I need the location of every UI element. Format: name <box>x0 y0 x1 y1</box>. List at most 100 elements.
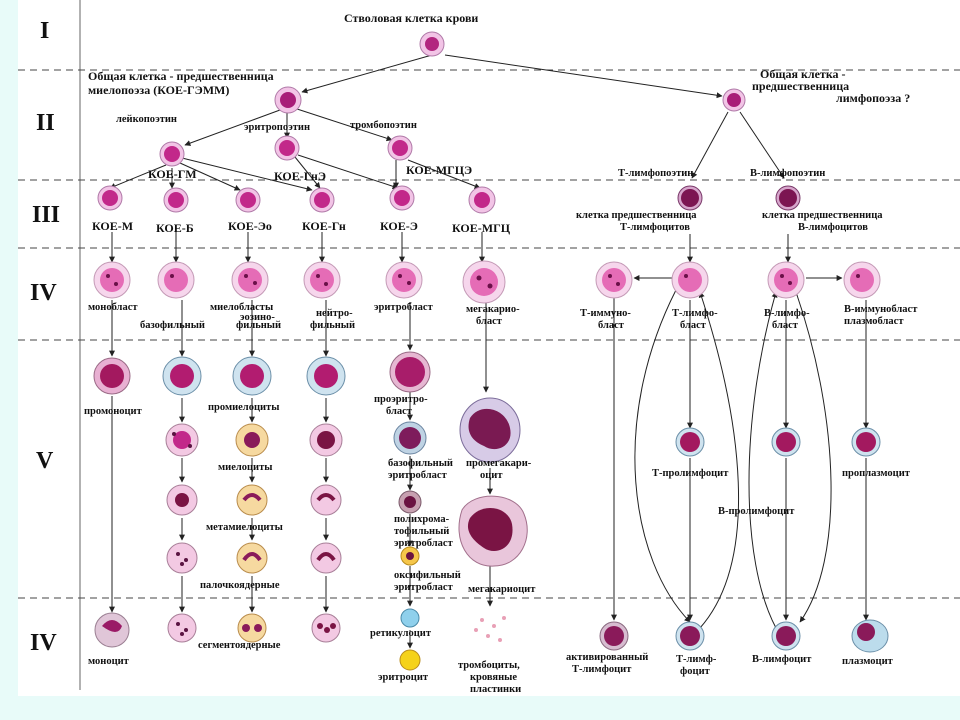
cell-b-prolymphocyte <box>771 427 801 457</box>
cell-proerythroblast <box>389 351 431 393</box>
cell-reticulocyte <box>400 608 420 628</box>
cell-myelocyte-neutro <box>309 423 343 457</box>
cell-koe-gn <box>309 187 335 213</box>
label-lympho-progenitor-2: предшественница <box>752 79 849 93</box>
cell-promyelocyte-neutro <box>306 356 346 396</box>
stage-label-1: I <box>40 18 49 44</box>
cell-metamyelocyte-eosino <box>236 484 268 516</box>
cell-myelocyte-baso <box>165 423 199 457</box>
label-megakaryocyte: мегакариоцит <box>468 584 536 595</box>
cell-metamyelocyte-neutro <box>310 484 342 516</box>
cell-promyelocyte-baso <box>162 356 202 396</box>
label-t-precursor-2: Т-лимфоцитов <box>620 222 690 233</box>
label-oxyphilic-2: эритробласт <box>394 582 454 593</box>
label-erythrocyte: эритроцит <box>378 672 429 683</box>
cell-koe-m <box>97 185 123 211</box>
stage-label-3: III <box>32 202 60 228</box>
cell-basophil-blast <box>157 261 195 299</box>
lineage-arrows <box>109 54 869 649</box>
cell-segmented-eosino <box>237 613 267 643</box>
label-segmented: сегментоядерные <box>198 640 281 651</box>
cell-koe-e <box>389 185 415 211</box>
cell-band-eosino <box>236 542 268 574</box>
label-koe-gm: КОЕ-ГМ <box>148 167 197 181</box>
cell-t-lymphocyte <box>675 621 705 651</box>
label-promonocyte: промоноцит <box>84 406 143 417</box>
label-basophilic: базофильный <box>140 320 205 331</box>
label-koe-eo: КОЕ-Эо <box>228 219 272 233</box>
label-monocyte: моноцит <box>88 656 130 667</box>
label-reticulocyte: ретикулоцит <box>370 628 432 639</box>
cell-erythroblast <box>385 261 423 299</box>
cell-polychromatophilic-erythroblast <box>398 490 422 514</box>
label-koe-m: КОЕ-М <box>92 219 133 233</box>
label-metamyelocytes: метамиелоциты <box>206 522 283 533</box>
label-proerythroblast-2: бласт <box>386 406 413 417</box>
label-activated-t-2: Т-лимфоцит <box>572 664 632 675</box>
cell-promegakaryocyte <box>459 397 521 463</box>
label-b-lymphopoietin: В-лимфопоэтин <box>750 168 825 179</box>
diagram-sheet <box>18 0 960 696</box>
label-koe-mgc: КОЕ-МГЦ <box>452 221 511 235</box>
cell-b-lymphoblast <box>767 261 805 299</box>
cell-megakaryoblast <box>462 260 506 304</box>
label-myelo-progenitor-1: Общая клетка - предшественница <box>88 69 274 83</box>
label-polychromatophilic-2: тофильный <box>394 526 449 537</box>
label-polychromatophilic-1: полихрома- <box>394 514 450 525</box>
label-b-lymphoblast-1: В-лимфо- <box>764 308 810 319</box>
label-myeloblasts: миелобласты <box>210 302 273 313</box>
cell-platelets <box>474 616 506 642</box>
label-b-prolymphocyte: В-пролимфоцит <box>718 506 795 517</box>
label-koe-b: КОЕ-Б <box>156 221 194 235</box>
label-t-precursor-1: клетка предшественница <box>576 210 697 221</box>
label-activated-t-1: активированный <box>566 652 648 663</box>
label-baso-erythroblast-2: эритробласт <box>388 470 448 481</box>
label-t-prolymphocyte: Т-пролимфоцит <box>652 468 729 479</box>
label-promegakaryocyte-2: оцит <box>480 470 503 481</box>
label-b-immunoblast-1: В-иммунобласт <box>844 304 918 315</box>
label-lympho-progenitor-1: Общая клетка - <box>760 67 846 81</box>
label-megakaryoblast-2: бласт <box>476 316 503 327</box>
cell-eosinophil-blast <box>231 261 269 299</box>
cell-band-neutro <box>310 542 342 574</box>
cell-erythrocyte <box>399 649 421 671</box>
label-b-immunoblast-2: плазмобласт <box>844 316 904 327</box>
cell-metamyelocyte-baso <box>166 484 198 516</box>
label-b-precursor-2: В-лимфоцитов <box>798 222 868 233</box>
cell-plasmocyte <box>851 619 889 653</box>
label-myelocytes: миелоциты <box>218 462 272 473</box>
label-erythroblast: эритробласт <box>374 302 434 313</box>
label-proplasmocyte: проплазмоцит <box>842 468 911 479</box>
label-band: палочкоядерные <box>200 580 280 591</box>
label-erythropoietin: эритропоэтин <box>244 122 310 133</box>
label-neutro-2: фильный <box>310 320 355 331</box>
label-b-lymphoblast-2: бласт <box>772 320 799 331</box>
cell-koe-gne <box>274 135 300 161</box>
cell-megakaryocyte <box>458 495 528 567</box>
stage-label-6: IV <box>30 630 57 656</box>
cell-t-prolymphocyte <box>675 427 705 457</box>
cell-oxyphilic-erythroblast <box>400 546 420 566</box>
label-thrombocytes-1: тромбоциты, <box>458 660 520 671</box>
label-megakaryoblast-1: мегакарио- <box>466 304 520 315</box>
label-plasmocyte: плазмоцит <box>842 656 894 667</box>
cell-koe-eo <box>235 187 261 213</box>
stage-label-2: II <box>36 110 55 136</box>
label-t-lymphopoietin: Т-лимфопоэтин <box>618 168 693 179</box>
cell-segmented-baso <box>167 613 197 643</box>
cell-promyelocyte-eosino <box>232 356 272 396</box>
cell-proplasmocyte <box>851 427 881 457</box>
label-t-immunoblast-1: Т-иммуно- <box>580 308 631 319</box>
cell-lympho-progenitor <box>722 88 746 112</box>
cell-activated-t-lymphocyte <box>599 621 629 651</box>
cell-myelo-progenitor <box>274 86 302 114</box>
label-thrombopoietin: тромбопоэтин <box>350 120 417 131</box>
cell-b-immunoblast <box>843 261 881 299</box>
cell-koe-gm <box>159 141 185 167</box>
cell-b-lymphocyte <box>771 621 801 651</box>
cell-baso-erythroblast <box>393 421 427 455</box>
label-t-lymphocyte-2: фоцит <box>680 666 711 677</box>
label-lympho-progenitor-3: лимфопоэза ? <box>836 91 910 105</box>
cell-b-precursor <box>775 185 801 211</box>
label-eosino: эозино- <box>240 312 275 323</box>
